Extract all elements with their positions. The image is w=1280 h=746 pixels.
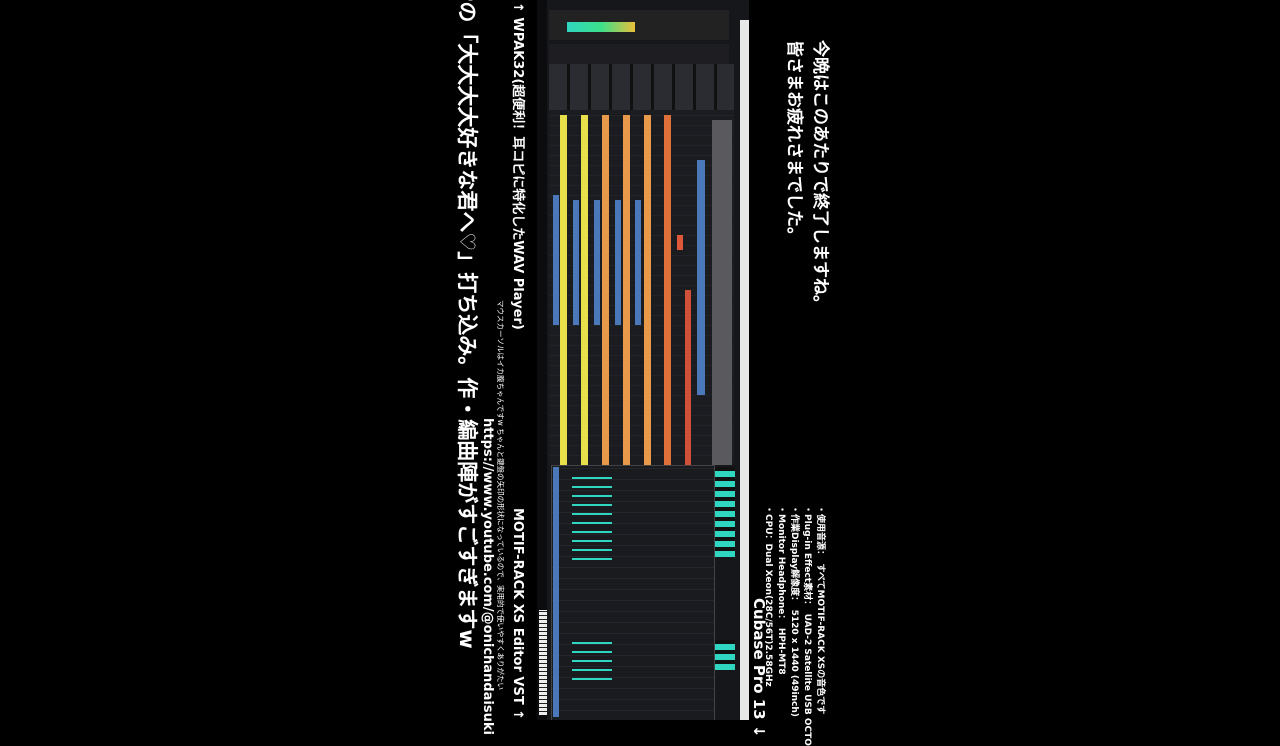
track-clip-yellow[interactable]	[581, 115, 588, 465]
daw-label: Cubase Pro 13 ↓	[750, 598, 768, 738]
track-clip-red[interactable]	[664, 115, 671, 465]
track-clip-orange[interactable]	[644, 115, 651, 465]
parameter-sliders[interactable]	[572, 640, 612, 680]
spec-display: ・作業Display解像度： 5120 x 1440 (49inch)	[789, 505, 799, 717]
midi-clip-blue[interactable]	[635, 200, 641, 325]
meter-bank	[715, 640, 735, 670]
spec-plugin: ・Plug-in Effect素材： UAD-2 Satellite USB O…	[802, 505, 812, 746]
midi-clip-blue[interactable]	[697, 160, 705, 395]
parameter-sliders[interactable]	[572, 470, 612, 560]
midi-clip-blue[interactable]	[553, 195, 559, 325]
side-toolbar[interactable]	[537, 0, 547, 720]
track-clip-orange[interactable]	[623, 115, 630, 465]
side-panel	[740, 20, 749, 720]
level-meter	[567, 22, 635, 32]
part-column	[553, 467, 559, 717]
inspector-panel	[549, 44, 729, 64]
track-clip-yellow[interactable]	[560, 115, 567, 465]
editor-label: MOTIF-RACK XS Editor VST ↑	[510, 508, 525, 721]
midi-clip-blue[interactable]	[573, 200, 579, 325]
cursor-note: マウスカーソルはイカ腹ちゃんですw ちゃんと鍵盤の矢印の形状になっているので、実…	[496, 300, 505, 690]
track-clip-orange[interactable]	[602, 115, 609, 465]
channel-strips[interactable]	[549, 64, 734, 110]
wpak-label: ↑ WPAK32(超便利！耳コピに特化したWAV Player)	[510, 2, 525, 330]
keyboard-icon[interactable]	[539, 610, 547, 715]
spec-headphone: ・Monitor Headphone： HPH-MT8	[776, 505, 786, 675]
audio-clip-red[interactable]	[685, 290, 691, 465]
video-title: Pの「大大大大好きな君へ♡」打ち込み。作・編曲陣がすごすぎますw	[455, 0, 479, 649]
midi-clip-blue[interactable]	[594, 200, 600, 325]
channel-url[interactable]: https://www.youtube.com/@onichandaisuki	[480, 418, 495, 735]
spec-sound-source: ・使用音源： すべてMOTIF-RACK XSの音色です	[815, 505, 825, 715]
midi-clip-blue[interactable]	[615, 200, 621, 325]
automation-lane	[712, 120, 732, 465]
closing-message-line1: 今晩はこのあたりで終了しますね。	[810, 40, 830, 312]
closing-message-line2: 皆さまお疲れさまでした。	[784, 40, 804, 244]
daw-screen[interactable]	[537, 0, 749, 720]
audio-clip-red[interactable]	[677, 235, 683, 250]
meter-bank	[715, 467, 735, 557]
